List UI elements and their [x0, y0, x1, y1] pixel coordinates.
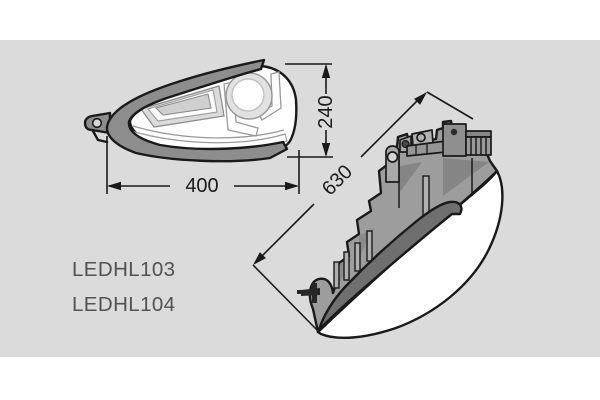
drl-strip-right: [257, 71, 282, 121]
rib: [354, 242, 361, 272]
bracket-pin: [297, 290, 303, 294]
projector-lens: [231, 78, 265, 112]
headlight-front-view: [83, 58, 298, 163]
facet-triangle: [443, 158, 489, 196]
headlight-rear-perspective-view: [297, 119, 504, 339]
mount-tab-hole: [416, 132, 426, 143]
dimension-width-400: 400: [106, 136, 300, 197]
arrowhead-left: [107, 181, 121, 191]
reflector-inner: [154, 93, 212, 116]
dimension-height-240: 240: [285, 63, 337, 158]
dimension-line: [260, 203, 315, 258]
connector-pin: [450, 128, 458, 136]
dimension-line: [360, 98, 420, 158]
product-code-2: LEDHL104: [72, 293, 176, 316]
dimension-width-value: 400: [185, 175, 218, 197]
rib: [366, 230, 373, 262]
lens-details: [128, 71, 288, 151]
heatsink-ribs: [465, 136, 492, 156]
rib: [343, 251, 350, 281]
lens-stripe-line: [132, 125, 285, 139]
extension-line: [252, 264, 320, 333]
adjuster-hole: [386, 151, 399, 163]
bracket-plate: [312, 283, 317, 303]
arrowhead-ne: [414, 92, 427, 105]
extension-line: [426, 91, 474, 120]
arrowhead-right: [285, 181, 299, 191]
facet-triangle: [400, 162, 422, 192]
housing-dark-band: [316, 200, 463, 333]
mounting-hole: [91, 117, 103, 129]
heatsink-top-bar: [465, 130, 492, 138]
housing-hardware: [385, 123, 492, 183]
lower-bracket: [297, 283, 320, 303]
mounting-tab: [83, 111, 112, 144]
arrowhead-up: [321, 64, 331, 78]
rib: [333, 261, 340, 289]
product-code-1: LEDHL103: [72, 258, 176, 281]
connector-block: [442, 123, 467, 157]
arrowhead-sw: [253, 252, 266, 265]
lamp-frame: [105, 58, 289, 163]
dimension-height-value: 240: [315, 95, 337, 128]
arrowhead-down: [321, 143, 331, 157]
